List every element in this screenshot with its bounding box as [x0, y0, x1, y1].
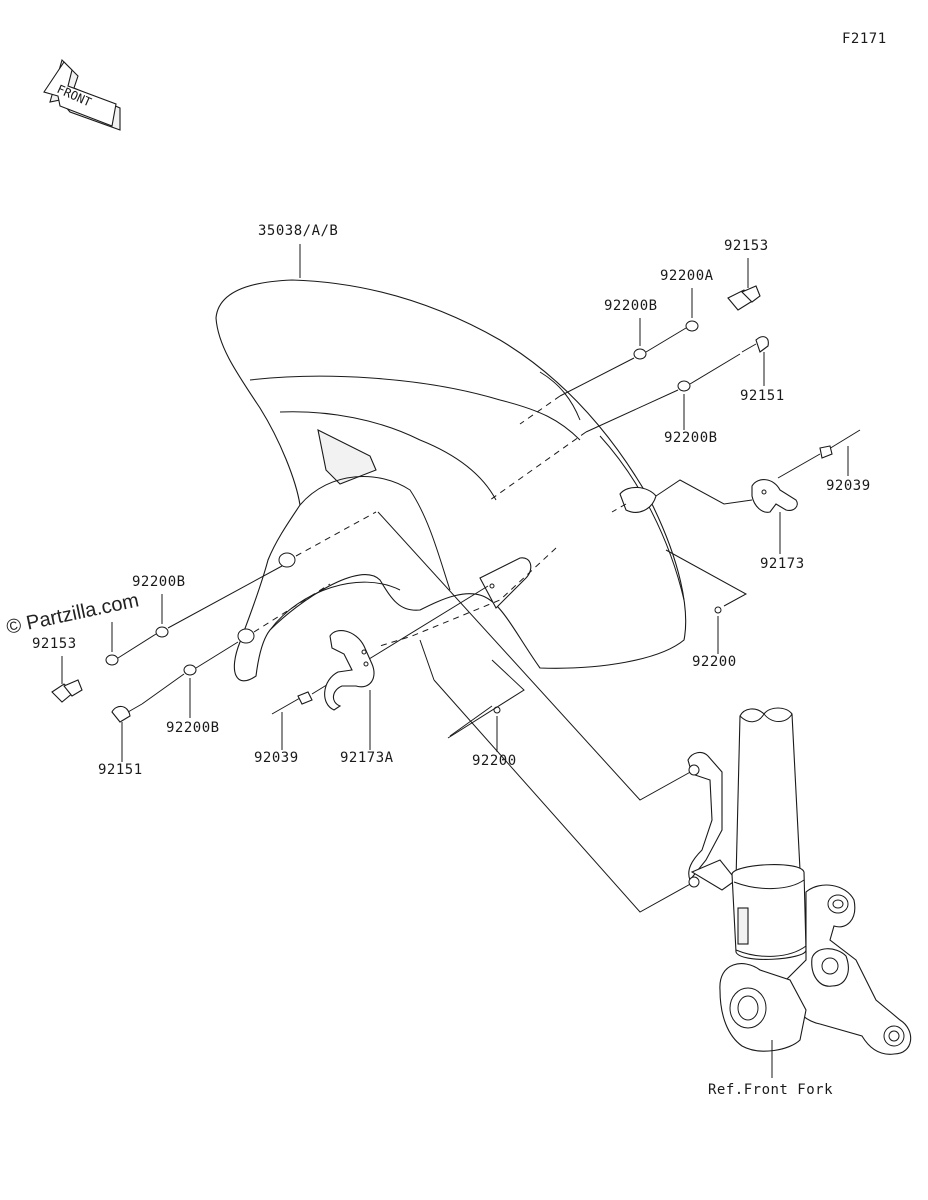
front-fender-part: [215, 279, 687, 682]
screw-left-part-number: 92151: [98, 762, 143, 778]
front-fork-reference-part: [687, 707, 912, 1055]
bolt-92153-left-part: [51, 679, 83, 703]
collar-92200-right-part: [714, 606, 722, 614]
washer-top-a-part-number: 92200A: [660, 268, 714, 284]
washer-left-b-part-number: 92200B: [132, 574, 186, 590]
washer-92200b-top-part: [633, 348, 647, 360]
pin-right-part-number: 92039: [826, 478, 871, 494]
washer-92200b-right-part: [677, 380, 691, 392]
washer-92200b-left-low-part: [183, 664, 197, 676]
bolt-92153-top-part: [727, 285, 761, 311]
washer-right-b-part-number: 92200B: [664, 430, 718, 446]
clamp-right-part-number: 92173: [760, 556, 805, 572]
screw-92151-left-part: [111, 703, 143, 723]
collar-right-part-number: 92200: [692, 654, 737, 670]
front-arrow-icon: FRONT: [43, 58, 121, 131]
washer-left-low-b-part-number: 92200B: [166, 720, 220, 736]
partzilla-watermark: © Partzilla.com: [4, 589, 140, 639]
collar-left-part-number: 92200: [472, 753, 517, 769]
clamp-left-part-number: 92173A: [340, 750, 394, 766]
screw-right-part-number: 92151: [740, 388, 785, 404]
washer-92200a-part: [685, 320, 699, 332]
bolt-left-part-number: 92153: [32, 636, 77, 652]
front-fork-reference-label: Ref.Front Fork: [708, 1082, 833, 1098]
washer-top-b-part-number: 92200B: [604, 298, 658, 314]
pin-92039-left-part: [271, 691, 313, 715]
bolt-top-part-number: 92153: [724, 238, 769, 254]
clamp-92173-right-part: [751, 479, 798, 513]
clamp-92173a-left-part: [324, 630, 375, 711]
screw-92151-right-part: [741, 336, 769, 353]
fender-part-number: 35038/A/B: [258, 223, 338, 239]
pin-left-part-number: 92039: [254, 750, 299, 766]
washer-92200b-left-part: [155, 626, 169, 638]
pin-92039-right-part: [819, 429, 861, 459]
diagram-id-label: F2171: [842, 31, 887, 47]
